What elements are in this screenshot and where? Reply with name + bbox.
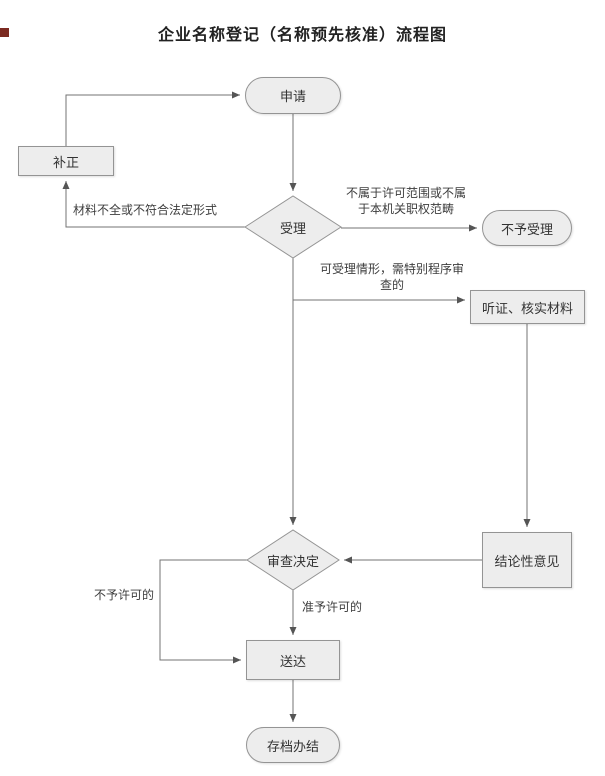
node-delivery: 送达 <box>246 640 340 680</box>
node-conclusion: 结论性意见 <box>482 532 572 588</box>
edge-decision-to-delivery-not-permitted <box>159 559 247 664</box>
page-accent-square <box>0 28 9 37</box>
edge-label-not-permitted: 不予许可的 <box>94 588 155 602</box>
node-apply: 申请 <box>245 77 341 114</box>
node-decision: 审查决定 <box>266 553 319 569</box>
edge-label-incomplete: 材料不全或不符合法定形式 <box>73 203 218 217</box>
edge-label-out-of-scope: 不属于许可范围或不属于本机关职权范畴 <box>345 186 466 216</box>
node-archive: 存档办结 <box>246 727 340 763</box>
acceptance-diamond-shape <box>244 195 342 259</box>
decision-diamond-shape <box>246 529 340 591</box>
page-title: 企业名称登记（名称预先核准）流程图 <box>157 27 447 44</box>
edge-acceptance-to-correction <box>62 181 245 228</box>
node-correction: 补正 <box>18 146 114 176</box>
edge-label-permitted: 准予许可的 <box>302 600 363 614</box>
edge-correction-to-apply <box>65 91 240 146</box>
edge-label-special-procedure: 可受理情形，需特别程序审查的 <box>319 262 464 292</box>
node-hearing: 听证、核实材料 <box>470 290 585 324</box>
node-reject: 不予受理 <box>482 210 572 246</box>
node-acceptance: 受理 <box>279 220 306 236</box>
